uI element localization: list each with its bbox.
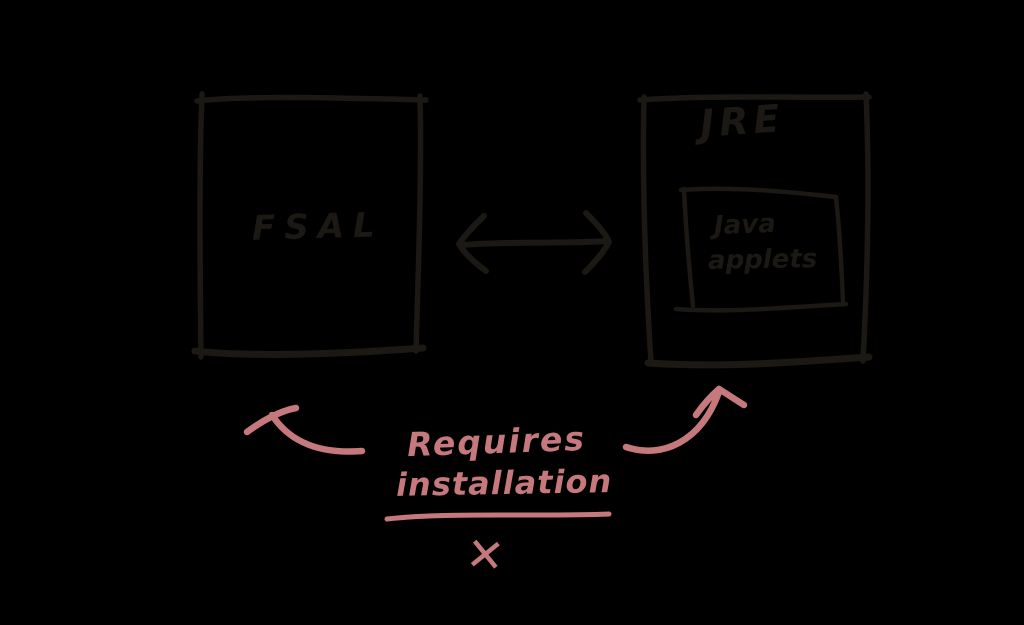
left-curved-arrow xyxy=(243,404,366,455)
java-applets-box xyxy=(673,186,849,313)
fsal-box xyxy=(191,91,429,360)
right-curved-arrow xyxy=(622,385,748,454)
java-applets-label-line1: Java xyxy=(713,208,777,242)
jre-box-label: JRE xyxy=(698,96,786,146)
annotation-text-line1: Requires xyxy=(406,418,587,465)
annotation-underline xyxy=(384,511,612,522)
java-applets-label-line2: applets xyxy=(707,244,818,276)
jre-box xyxy=(637,91,873,369)
annotation-text-line2: installation xyxy=(395,462,613,504)
cross-mark: ✕ xyxy=(463,526,508,584)
fsal-box-label: FSAL xyxy=(251,205,385,249)
double-arrow xyxy=(456,210,612,275)
